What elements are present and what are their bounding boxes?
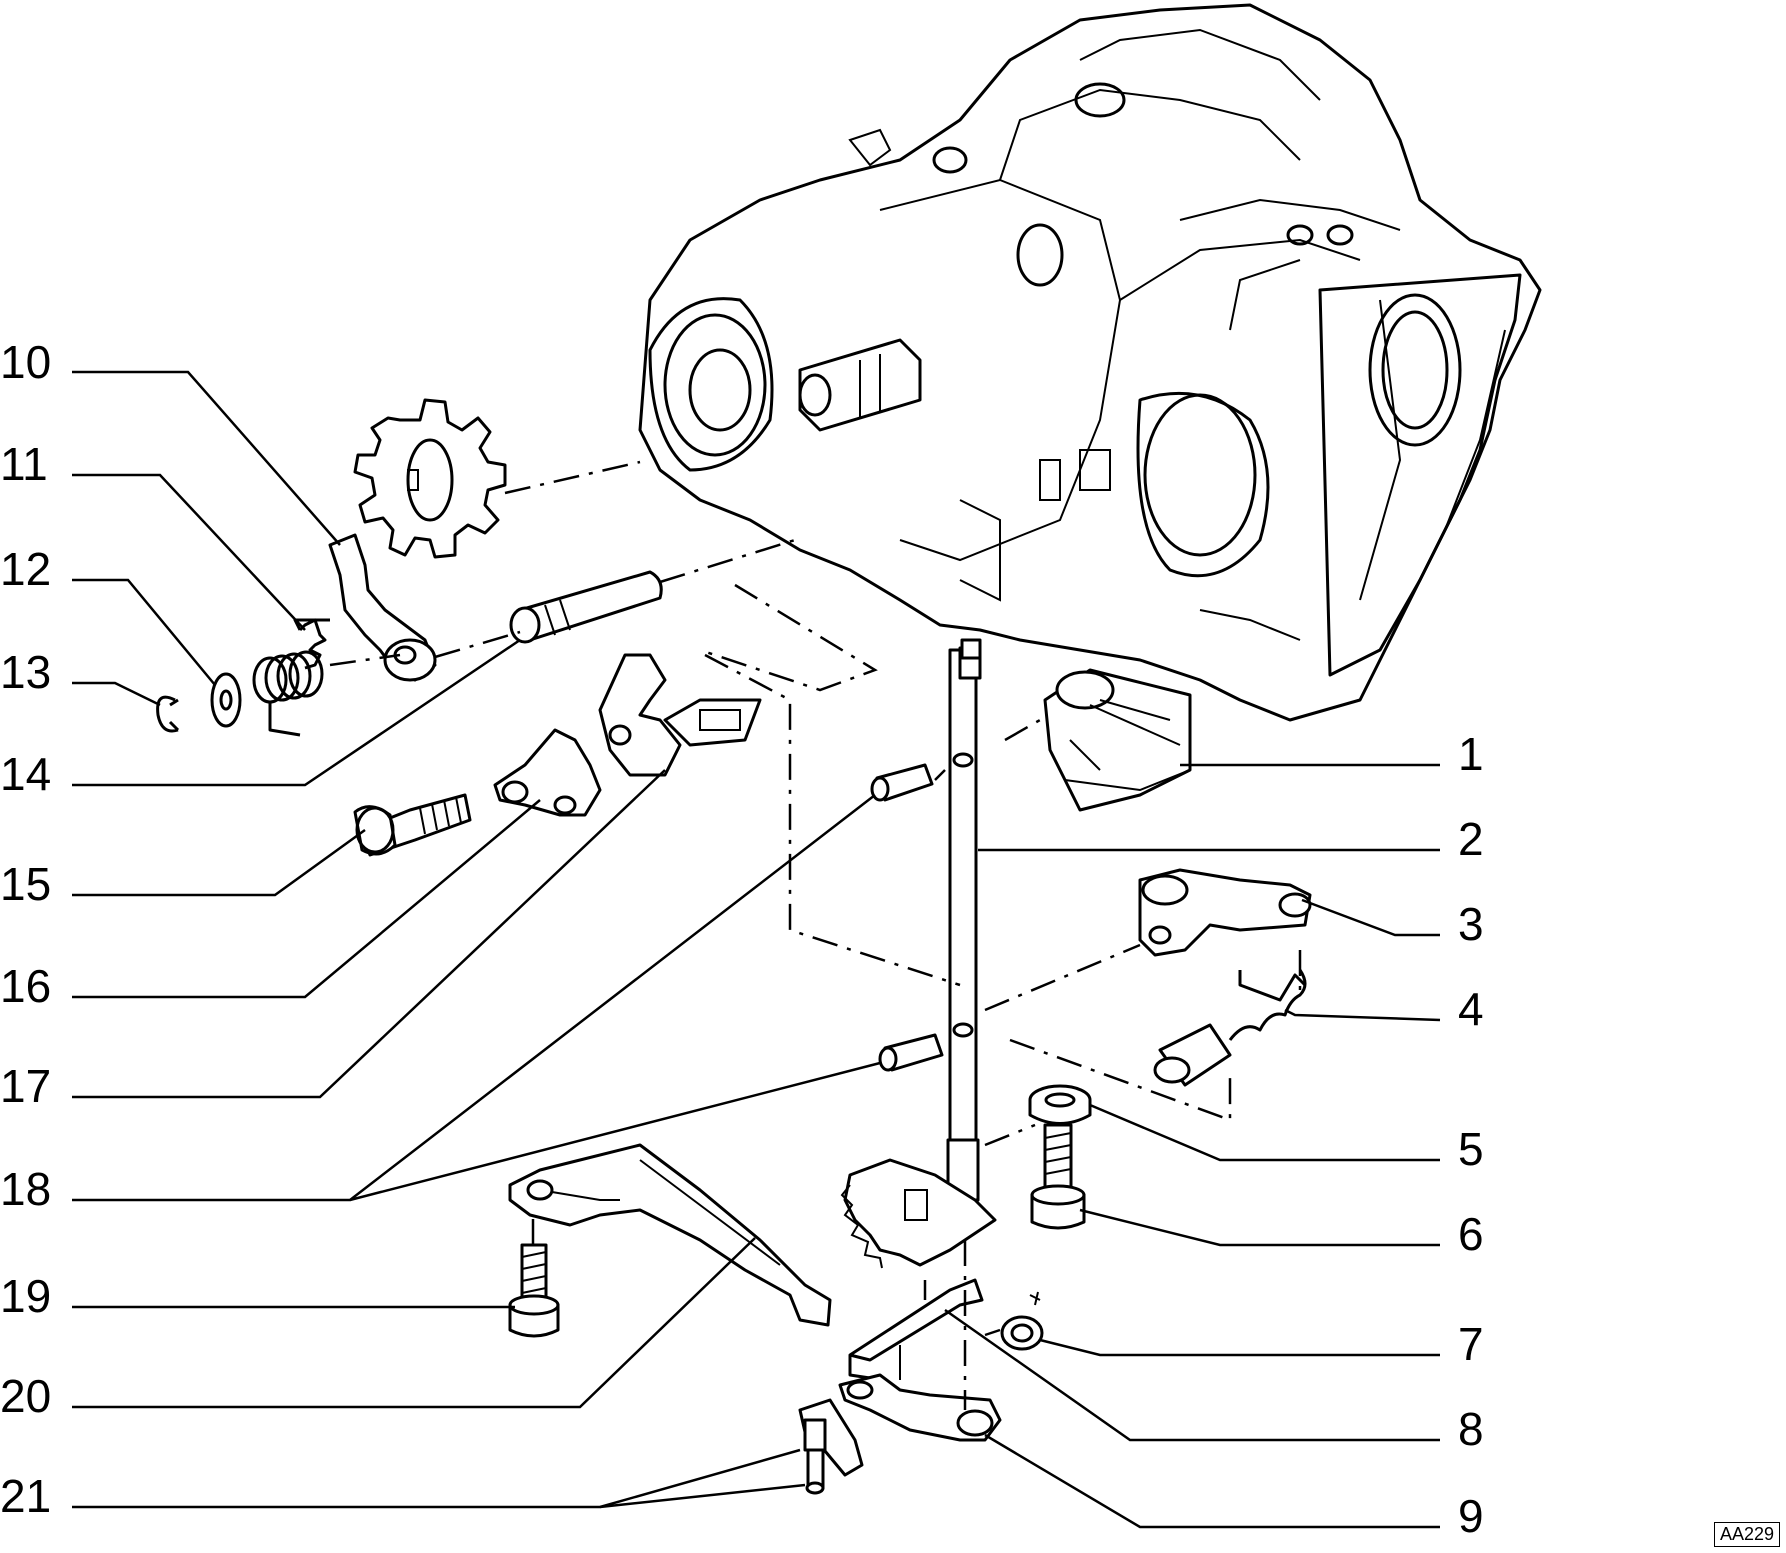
callout-9: 9 <box>1458 1490 1484 1542</box>
callout-3: 3 <box>1458 898 1484 950</box>
part-19-bolt <box>508 1243 560 1338</box>
part-9-lower-lever <box>838 1373 1002 1442</box>
part-18-roll-pins <box>870 763 944 1072</box>
callout-15: 15 <box>0 858 51 910</box>
part-5-washer <box>1028 1084 1092 1125</box>
assembly-lines <box>329 460 1302 1410</box>
part-15-bolt <box>353 793 472 857</box>
callout-14: 14 <box>0 748 51 800</box>
callout-19: 19 <box>0 1270 51 1322</box>
gearbox-housing <box>638 3 1542 722</box>
callout-7: 7 <box>1458 1318 1484 1370</box>
callout-12: 12 <box>0 543 51 595</box>
callout-4: 4 <box>1458 983 1484 1035</box>
part-13-clip <box>156 695 180 733</box>
part-11-torsion-spring <box>252 618 330 737</box>
callout-6: 6 <box>1458 1208 1484 1260</box>
sector-gear <box>840 1158 997 1269</box>
part-16-bracket <box>493 728 602 817</box>
callout-1: 1 <box>1458 728 1484 780</box>
part-20-support-arm <box>508 1143 832 1327</box>
callout-17: 17 <box>0 1060 51 1112</box>
part-14-shaft-pin <box>509 570 663 644</box>
callout-16: 16 <box>0 960 51 1012</box>
callout-labels: 10 11 12 13 14 15 16 17 18 19 20 21 1 2 … <box>0 336 1484 1542</box>
part-6-bolt <box>1030 1123 1086 1230</box>
callout-10: 10 <box>0 336 51 388</box>
callout-18: 18 <box>0 1163 51 1215</box>
callout-11: 11 <box>0 438 48 490</box>
part-1-selector-housing <box>1043 668 1192 812</box>
part-7-circlip <box>1000 1291 1044 1351</box>
callout-20: 20 <box>0 1370 51 1422</box>
part-2-selector-rod <box>946 638 982 1202</box>
part-12-washer <box>210 672 242 728</box>
selector-gear <box>353 398 507 559</box>
part-21-pin-clip <box>798 1398 864 1495</box>
callout-13: 13 <box>0 646 51 698</box>
callout-21: 21 <box>0 1470 51 1522</box>
leader-lines <box>72 370 1441 1529</box>
part-17-interlock-lever <box>598 653 762 777</box>
callout-8: 8 <box>1458 1403 1484 1455</box>
callout-5: 5 <box>1458 1123 1484 1175</box>
callout-2: 2 <box>1458 813 1484 865</box>
reference-code: AA229 <box>1713 1522 1780 1547</box>
part-10-detent-lever <box>328 533 437 682</box>
part-4-spring-plunger <box>1153 969 1307 1087</box>
part-3-selector-lever <box>1138 868 1312 957</box>
part-8-link-lever <box>848 1278 984 1380</box>
